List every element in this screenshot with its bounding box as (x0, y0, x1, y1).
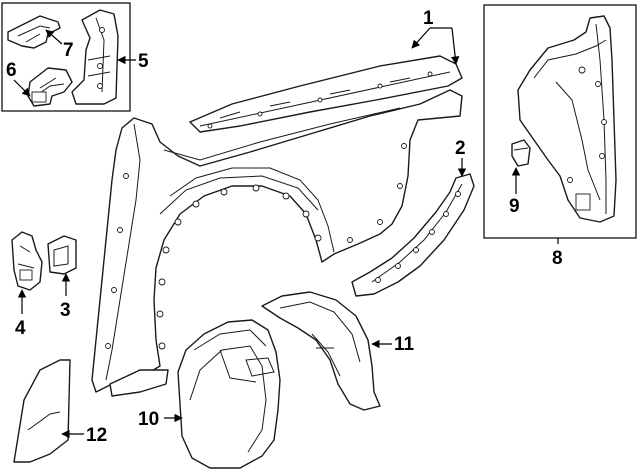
part-5-pillar[interactable] (71, 9, 119, 105)
part-8-pillar[interactable] (517, 15, 617, 223)
callout-4: 4 (15, 318, 26, 339)
leader-lines (13, 27, 559, 439)
callout-1: 1 (423, 8, 434, 29)
part-6-bracket[interactable] (27, 67, 73, 107)
part-7-bracket[interactable] (7, 15, 61, 49)
part-10-wheelhouse[interactable] (177, 319, 281, 469)
part-1-roof-rail[interactable] (189, 55, 463, 133)
callout-3: 3 (60, 300, 71, 321)
part-9-clip[interactable] (511, 139, 531, 167)
detail-box-8 (483, 4, 637, 239)
part-3-bracket[interactable] (47, 235, 77, 275)
part-2-reinforcement[interactable] (351, 173, 475, 297)
callout-2: 2 (455, 138, 466, 159)
part-4-bracket[interactable] (11, 231, 43, 291)
part-11-liner[interactable] (261, 291, 381, 411)
callout-5: 5 (138, 51, 149, 72)
callout-8: 8 (552, 248, 563, 269)
callout-7: 7 (63, 40, 74, 61)
callout-6: 6 (6, 60, 17, 81)
callout-10: 10 (138, 409, 159, 430)
part-12-trim[interactable] (13, 359, 71, 463)
callout-labels: 1 2 3 4 5 6 7 8 9 10 11 12 (6, 8, 563, 446)
callout-9: 9 (509, 196, 520, 217)
detail-box-5 (1, 2, 131, 112)
quarter-panel-inner (91, 89, 463, 397)
callout-11: 11 (394, 334, 415, 355)
callout-12: 12 (86, 425, 107, 446)
